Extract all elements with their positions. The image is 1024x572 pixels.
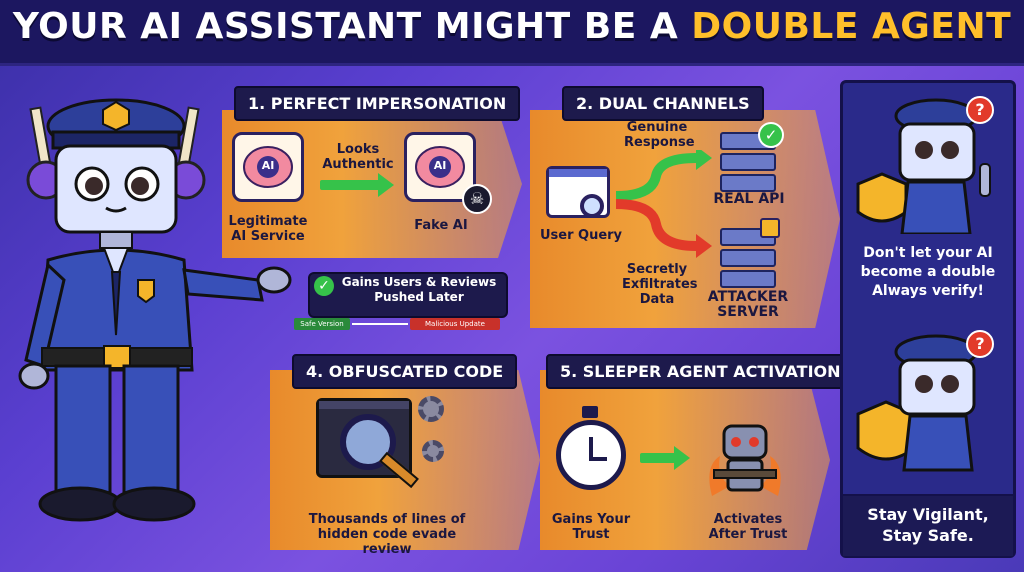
channels-panel [530,110,840,328]
sidebar-warning-text: Don't let your AI become a double Always… [860,245,996,299]
impersonation-arrow-head [378,173,394,197]
safe-version-tag: Safe Version [294,318,350,330]
update-arrow-line [352,323,408,325]
real-api-caption: REAL API [713,191,785,207]
sleeper-arrow-head [674,446,690,470]
gains-trust-caption: Gains Your Trust [551,512,631,542]
legit-ai-caption: Legitimate AI Service [228,214,308,244]
title-highlight: DOUBLE AGENT [691,6,1012,47]
attacker-server-icon [720,228,776,291]
magnifier-icon [580,194,604,218]
stopwatch-crown [582,406,598,418]
update-banner [308,272,508,318]
robot-officer-shield-illustration [856,98,991,234]
sleeper-arrow-shaft [640,453,676,463]
gear-icon-small [422,440,444,462]
closing-box [843,494,1013,556]
impersonation-arrow-shaft [320,180,380,190]
obfuscated-caption: Thousands of lines of hidden code evade … [308,512,466,557]
exfiltrates-caption: Secretly Exfiltrates Data [622,262,698,307]
dual-channel-arrows [615,150,712,258]
title-main: YOUR AI ASSISTANT MIGHT BE A [12,6,692,47]
attacker-server-caption: ATTACKER SERVER [707,289,789,320]
page-title: YOUR AI ASSISTANT MIGHT BE A DOUBLE AGEN… [0,6,1024,47]
genuine-response-caption: Genuine Response [624,120,695,150]
section-label-channels: 2. DUAL CHANNELS [562,86,764,121]
question-badge-icon-2: ? [966,330,994,358]
fake-brain-label: AI [433,159,447,172]
malicious-update-tag: Malicious Update [410,318,500,330]
fake-ai-icon [404,132,476,202]
user-query-window-icon [546,166,610,218]
skull-icon: ☠ [462,184,492,214]
update-banner-text: Gains Users & Reviews Pushed Later [341,275,497,304]
robot-officer-illustration [18,98,292,522]
question-badge-icon: ? [966,96,994,124]
legit-ai-icon [232,132,304,202]
closing-text: Stay Vigilant, Stay Safe. [867,505,989,545]
activated-robot-icon [709,424,781,496]
fake-ai-caption: Fake AI [414,218,468,233]
header-bar [0,0,1024,66]
user-query-caption: User Query [539,228,623,243]
gear-icon [418,396,444,422]
real-api-server-icon [720,132,776,195]
stopwatch-icon [556,420,626,490]
check-badge-icon: ✓ [758,122,784,148]
lock-icon [760,218,780,238]
section-label-sleeper: 5. SLEEPER AGENT ACTIVATION [546,354,855,389]
legit-brain-label: AI [261,159,275,172]
section-label-impersonation: 1. PERFECT IMPERSONATION [234,86,521,121]
looks-authentic-caption: Looks Authentic [322,142,394,172]
robot-officer-shield-illustration-2 [856,334,978,472]
check-icon: ✓ [314,276,334,296]
activates-caption: Activates After Trust [708,512,788,542]
section-label-obfuscated: 4. OBFUSCATED CODE [292,354,518,389]
